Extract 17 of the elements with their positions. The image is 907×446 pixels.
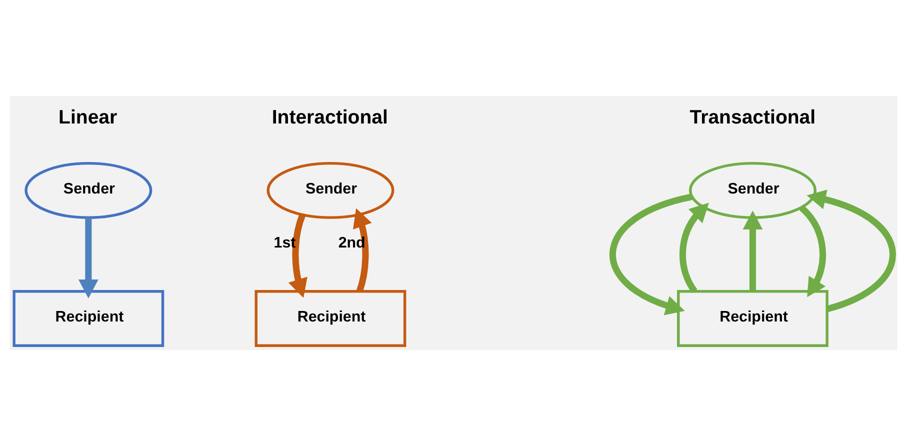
arrow [610, 194, 693, 316]
label: Transactional [690, 106, 816, 129]
arrow [78, 218, 98, 298]
node-box: Recipient [677, 290, 828, 348]
arrow [742, 210, 763, 292]
arrow [288, 214, 308, 298]
node-box: Recipient [254, 290, 406, 348]
arrow [806, 190, 896, 312]
node-box: Recipient [12, 290, 164, 348]
node-ellipse: Sender [24, 162, 152, 219]
node-ellipse: Sender [688, 162, 816, 219]
arrow [680, 202, 709, 293]
arrow [352, 208, 372, 292]
node-ellipse: Sender [266, 162, 394, 219]
label: Interactional [272, 106, 388, 129]
arrow [799, 205, 826, 298]
label: Linear [58, 106, 118, 129]
